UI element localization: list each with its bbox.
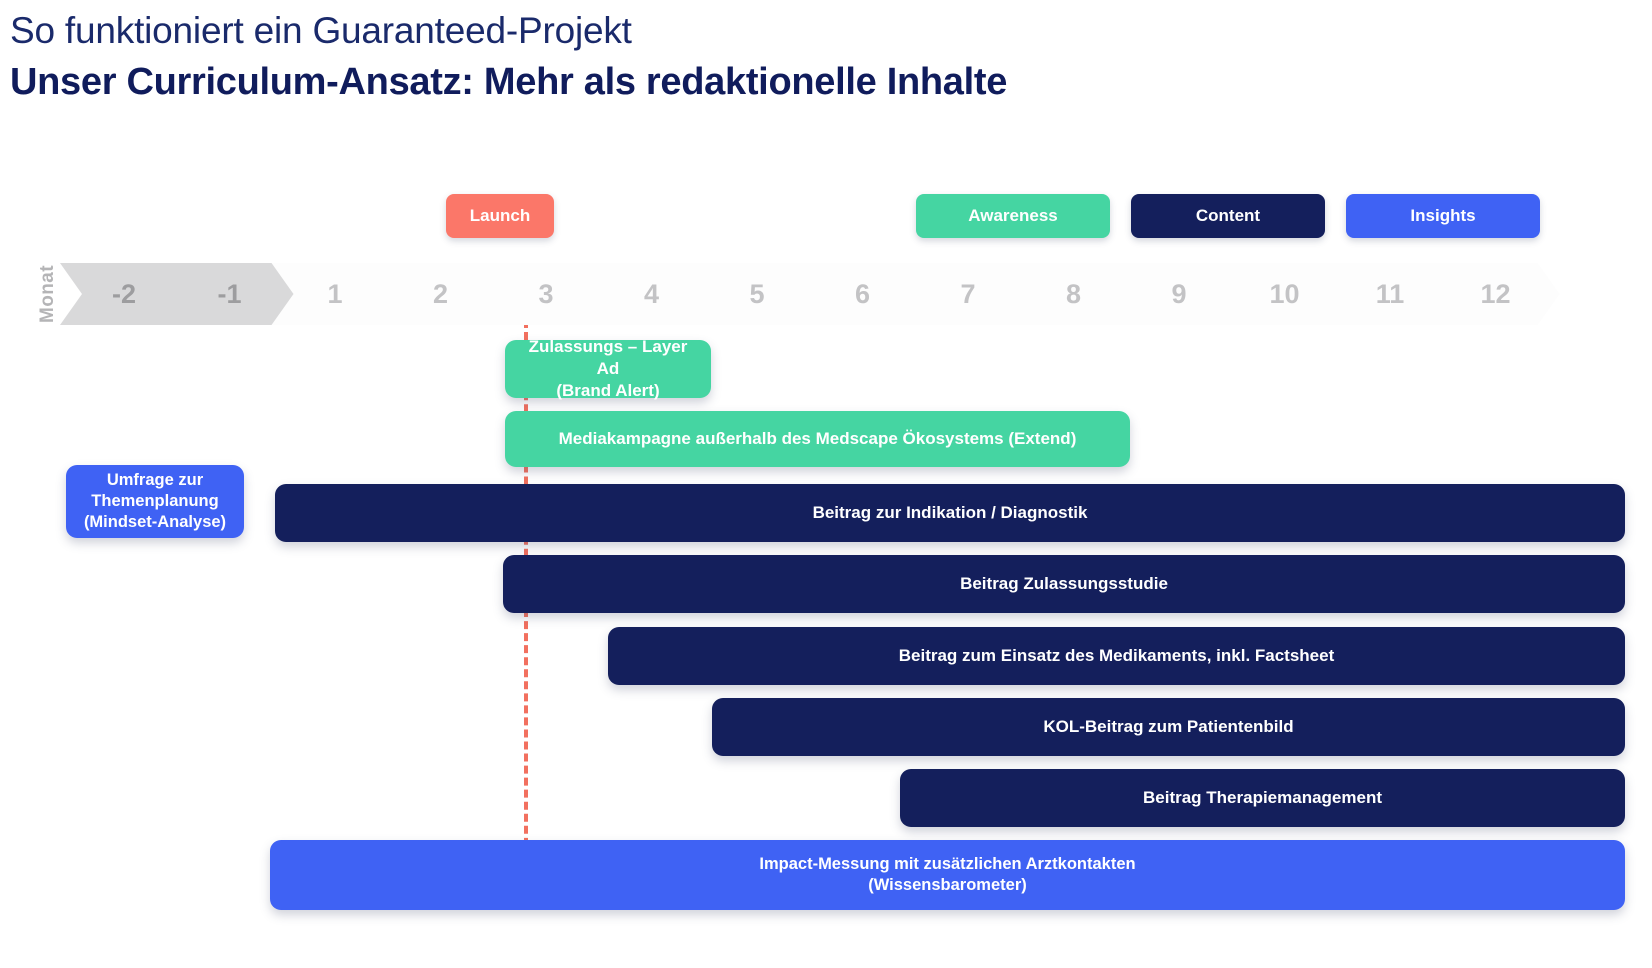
eyebrow-title: So funktioniert ein Guaranteed-Projekt xyxy=(10,10,632,51)
gantt-bar[interactable]: Beitrag zum Einsatz des Medikaments, ink… xyxy=(608,627,1625,685)
gantt-bar-label: Beitrag zur Indikation / Diagnostik xyxy=(812,503,1088,523)
legend-badge-launch[interactable]: Launch xyxy=(446,194,554,238)
gantt-bar-label: Impact-Messung mit zusätzlichen Arztkont… xyxy=(759,854,1136,894)
gantt-bar[interactable]: Zulassungs – Layer Ad(Brand Alert) xyxy=(505,337,711,400)
gantt-bar-label: Zulassungs – Layer Ad(Brand Alert) xyxy=(528,337,688,400)
gantt-bar[interactable]: Beitrag Zulassungsstudie xyxy=(503,555,1625,613)
gantt-bar-label: Beitrag zum Einsatz des Medikaments, ink… xyxy=(898,646,1335,666)
gantt-bar[interactable]: Mediakampagne außerhalb des Medscape Öko… xyxy=(505,411,1130,467)
page-title: Unser Curriculum-Ansatz: Mehr als redakt… xyxy=(10,61,1008,104)
legend-badge-insights[interactable]: Insights xyxy=(1346,194,1540,238)
header-block: So funktioniert ein Guaranteed-Projekt U… xyxy=(10,8,1410,108)
gantt-bar-label: Beitrag Zulassungsstudie xyxy=(960,574,1168,594)
legend-badge-awareness[interactable]: Awareness xyxy=(916,194,1110,238)
gantt-bar[interactable]: KOL-Beitrag zum Patientenbild xyxy=(712,698,1625,756)
month-arrow-minus2: -2 xyxy=(60,263,188,325)
gantt-bar-label: KOL-Beitrag zum Patientenbild xyxy=(1043,717,1294,737)
gantt-bar[interactable]: Beitrag Therapiemanagement xyxy=(900,769,1625,827)
legend-badge-content[interactable]: Content xyxy=(1131,194,1325,238)
gantt-bar-label: Beitrag Therapiemanagement xyxy=(1142,788,1382,808)
gantt-bar-label: Mediakampagne außerhalb des Medscape Öko… xyxy=(558,429,1077,449)
month-arrow-minus1: -1 xyxy=(166,263,294,325)
gantt-bar[interactable]: Beitrag zur Indikation / Diagnostik xyxy=(275,484,1625,542)
gantt-bar[interactable]: Impact-Messung mit zusätzlichen Arztkont… xyxy=(270,840,1625,910)
